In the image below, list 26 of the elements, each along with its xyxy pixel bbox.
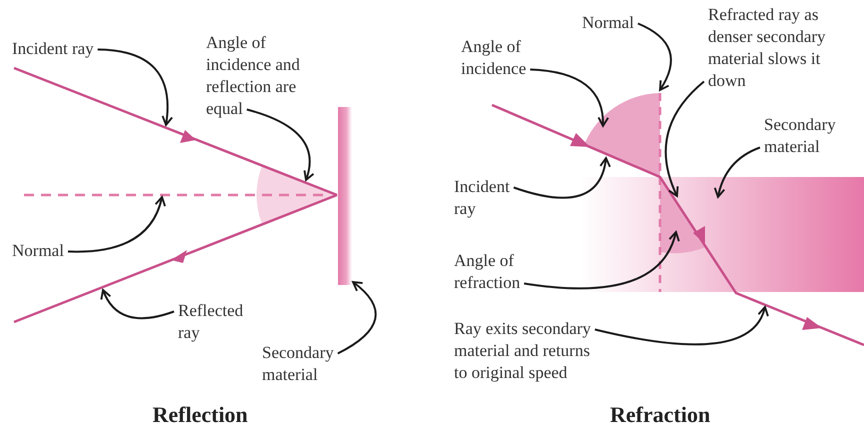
callout-label: Angle of incidence xyxy=(461,36,528,80)
panel-title: Reflection xyxy=(152,402,248,428)
leader-arrow xyxy=(513,157,610,199)
callout-label: Ray exits secondary material and returns to original speed xyxy=(454,318,592,384)
leader-arrow xyxy=(98,48,173,126)
leader-arrow xyxy=(714,146,760,198)
panel-title: Refraction xyxy=(610,402,710,428)
leader-arrow xyxy=(337,281,377,354)
leader-arrow xyxy=(100,289,174,320)
callout-label: Angle of refraction xyxy=(454,250,522,294)
callout-label: Refracted ray as denser secondary material slows it down xyxy=(708,4,827,92)
callout-label: Angle of incidence and reflection are equal xyxy=(206,32,301,120)
leader-arrow xyxy=(530,68,609,127)
leader-arrow xyxy=(594,306,768,346)
callout-label: Reflected ray xyxy=(178,300,245,344)
callout-label: Secondary material xyxy=(764,114,837,158)
leader-arrow xyxy=(68,196,166,253)
callout-label: Incident ray xyxy=(12,38,95,60)
leader-arrow xyxy=(524,231,680,290)
callout-label: Normal xyxy=(582,12,635,34)
callout-label: Normal xyxy=(12,240,65,262)
leader-arrow xyxy=(638,22,672,91)
callout-label: Incident ray xyxy=(454,176,511,220)
leader-arrow xyxy=(664,80,705,197)
leader-arrow xyxy=(246,108,314,181)
callout-label: Secondary material xyxy=(262,342,335,386)
